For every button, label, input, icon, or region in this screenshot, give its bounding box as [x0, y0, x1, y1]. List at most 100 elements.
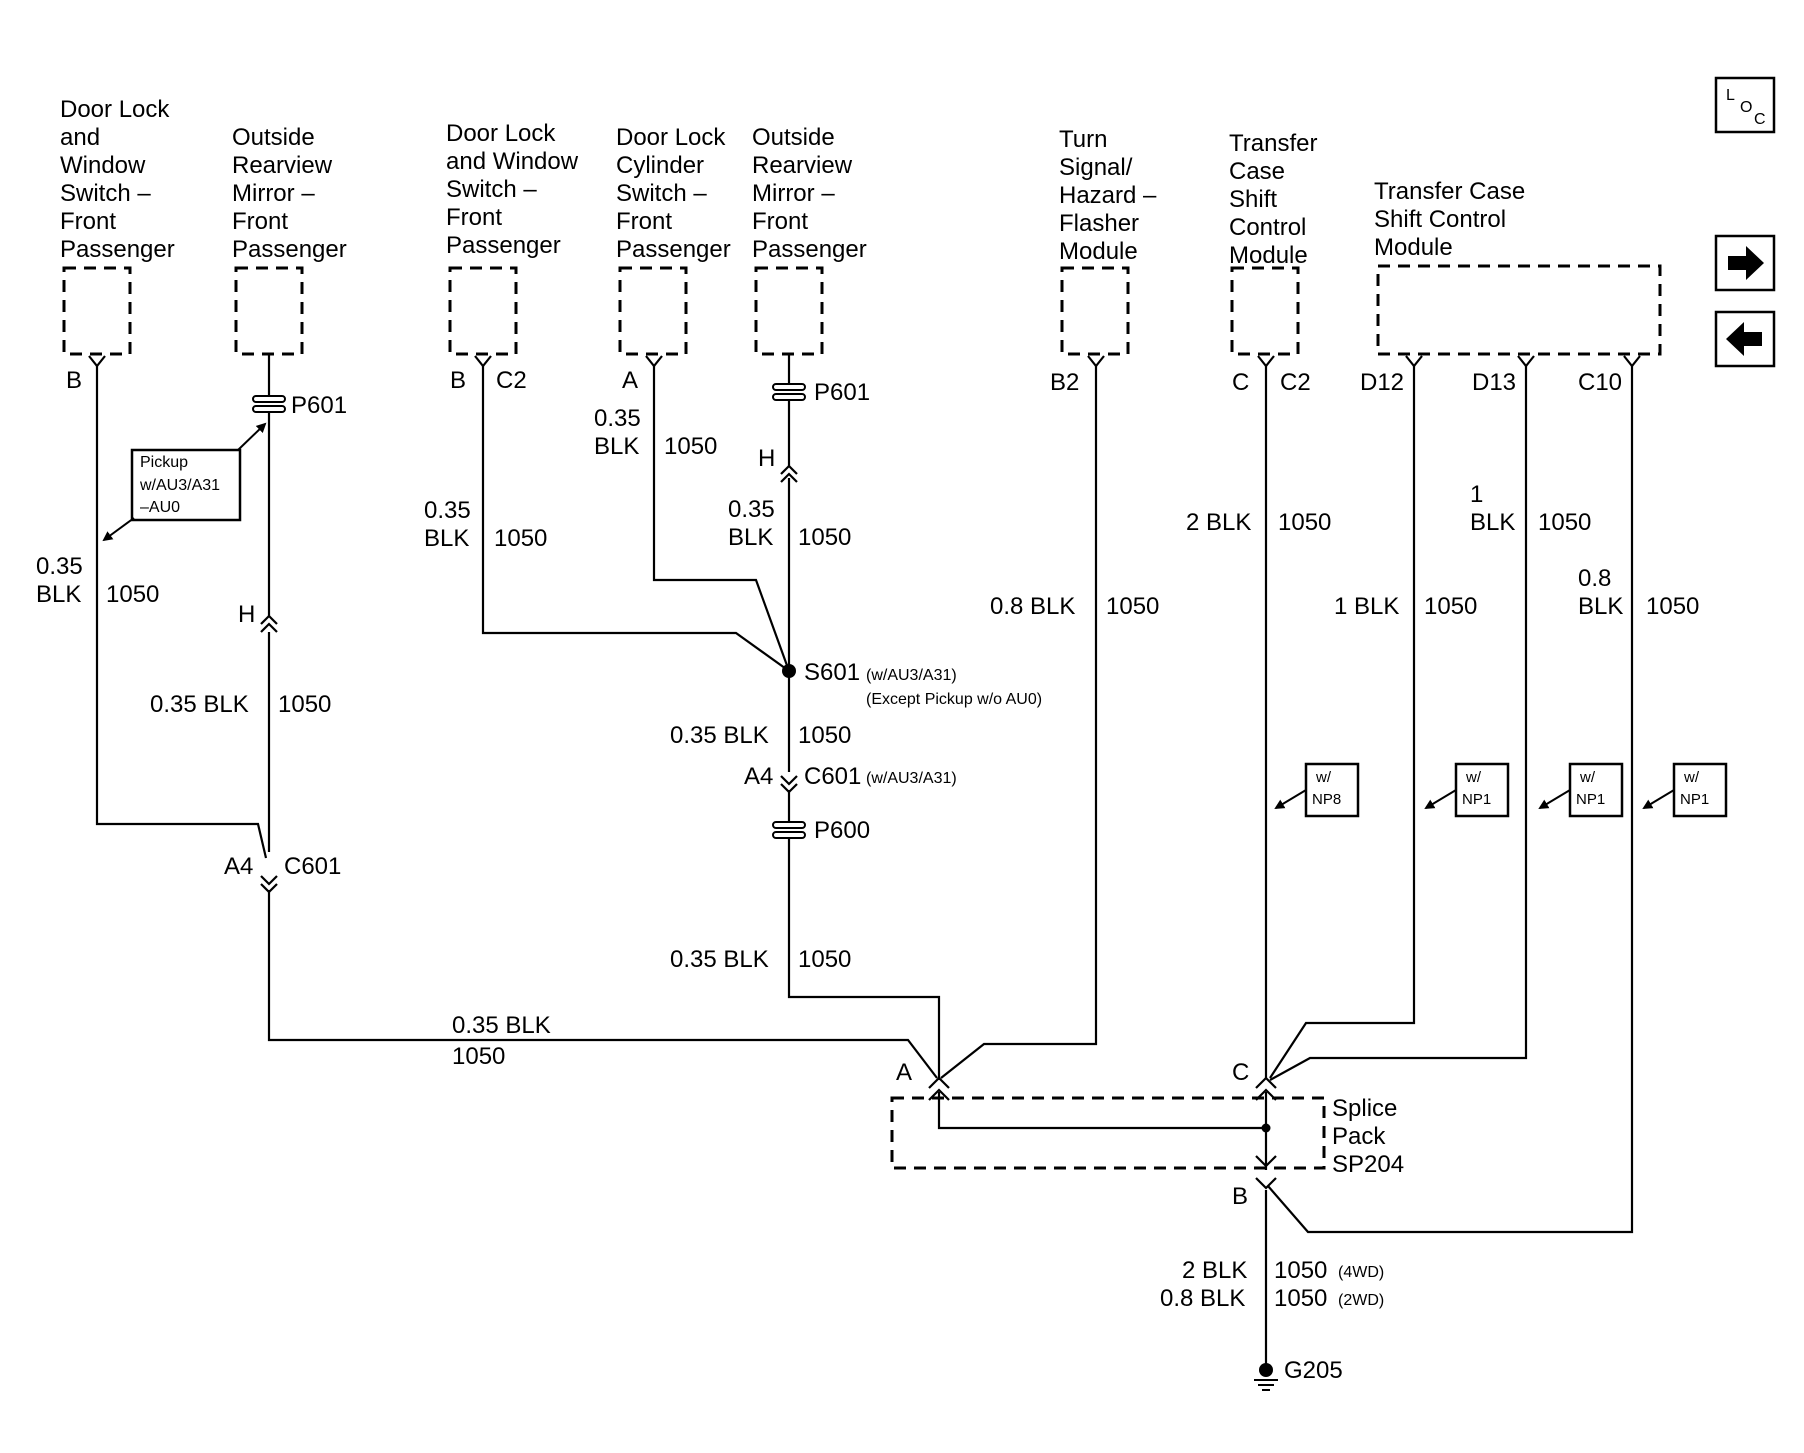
svg-text:1050: 1050 [1424, 593, 1477, 620]
svg-text:Cylinder: Cylinder [616, 152, 704, 179]
svg-text:w/: w/ [1465, 769, 1482, 786]
svg-text:NP1: NP1 [1576, 791, 1605, 808]
turn-signal-module-label: Turn Signal/ Hazard – Flasher Module [1059, 126, 1157, 265]
svg-text:Front: Front [232, 208, 288, 235]
previous-page-button[interactable] [1714, 310, 1776, 368]
wire-labels: 0.35 BLK 1050 0.35 BLK 1050 0.35 BLK 105… [36, 405, 1699, 1312]
splice-internal-dot [1261, 1123, 1271, 1133]
svg-text:Outside: Outside [232, 124, 315, 151]
svg-text:(2WD): (2WD) [1338, 1292, 1384, 1309]
svg-text:Module: Module [1059, 238, 1138, 265]
p600-label: P600 [814, 817, 870, 844]
svg-text:NP1: NP1 [1680, 791, 1709, 808]
svg-text:Outside: Outside [752, 124, 835, 151]
svg-text:0.8: 0.8 [1578, 565, 1611, 592]
component-box-1 [62, 266, 132, 356]
outside-mirror-1-label: Outside Rearview Mirror – Front Passenge… [232, 124, 347, 263]
a4-label: A4 [744, 763, 773, 790]
svg-text:(4WD): (4WD) [1338, 1264, 1384, 1281]
svg-text:1050: 1050 [1106, 593, 1159, 620]
pin-terminals [88, 355, 1641, 368]
splice-pack-box [890, 1096, 1326, 1170]
svg-text:w/AU3/A31: w/AU3/A31 [139, 477, 220, 494]
svg-text:2 BLK: 2 BLK [1186, 509, 1251, 536]
svg-text:Front: Front [60, 208, 116, 235]
component-box-7 [1230, 266, 1300, 356]
svg-text:NP8: NP8 [1312, 791, 1341, 808]
svg-text:1050: 1050 [1646, 593, 1699, 620]
door-lock-window-switch-2-label: Door Lock and Window Switch – Front Pass… [446, 120, 579, 259]
svg-text:0.35: 0.35 [424, 497, 471, 524]
svg-text:1 BLK: 1 BLK [1334, 593, 1399, 620]
outside-mirror-2-label: Outside Rearview Mirror – Front Passenge… [752, 124, 867, 263]
svg-text:–AU0: –AU0 [140, 499, 180, 516]
svg-text:1050: 1050 [452, 1043, 505, 1070]
np8-note: w/ NP8 [1274, 762, 1360, 818]
connector-h-label: H [758, 445, 775, 472]
loc-icon: L [1726, 87, 1735, 104]
pin-label: C [1232, 369, 1249, 396]
np1-note-c: w/ NP1 [1642, 762, 1728, 818]
svg-text:Shift Control: Shift Control [1374, 206, 1506, 233]
svg-text:BLK: BLK [1578, 593, 1623, 620]
component-box-4 [618, 266, 688, 356]
svg-text:O: O [1740, 99, 1752, 116]
next-page-button[interactable] [1714, 234, 1776, 292]
svg-text:Window: Window [60, 152, 146, 179]
a4-label: A4 [224, 853, 253, 880]
p601-label: P601 [814, 379, 870, 406]
pin-label: A [622, 367, 638, 394]
svg-text:1050: 1050 [798, 722, 851, 749]
pickup-note: Pickup w/AU3/A31 –AU0 [102, 422, 267, 542]
svg-text:w/: w/ [1315, 769, 1332, 786]
svg-text:Switch –: Switch – [616, 180, 707, 207]
splice-pack-label: SP204 [1332, 1151, 1404, 1178]
svg-text:1050: 1050 [106, 581, 159, 608]
pin-label: B2 [1050, 369, 1079, 396]
svg-text:NP1: NP1 [1462, 791, 1491, 808]
svg-text:BLK: BLK [424, 525, 469, 552]
np1-note-b: w/ NP1 [1538, 762, 1624, 818]
loc-button[interactable]: L O C [1714, 76, 1776, 134]
transfer-case-module-1-label: Transfer Case Shift Control Module [1229, 130, 1317, 269]
svg-text:and Window: and Window [446, 148, 579, 175]
svg-text:Rearview: Rearview [232, 152, 333, 179]
p600-connector-symbol [772, 821, 806, 839]
door-lock-cylinder-switch-label: Door Lock Cylinder Switch – Front Passen… [616, 124, 731, 263]
component-box-2 [234, 266, 304, 356]
c601-label: C601 [804, 763, 861, 790]
splice-pack-label: Pack [1332, 1123, 1386, 1150]
s601-label: S601 [804, 659, 860, 686]
svg-text:Mirror –: Mirror – [232, 180, 315, 207]
svg-text:0.35: 0.35 [36, 553, 83, 580]
pin-label: B [450, 367, 466, 394]
svg-text:0.35 BLK: 0.35 BLK [670, 946, 769, 973]
svg-text:and: and [60, 124, 100, 151]
svg-text:1050: 1050 [494, 525, 547, 552]
svg-text:w/: w/ [1683, 769, 1700, 786]
pin-label: C10 [1578, 369, 1622, 396]
svg-text:Shift: Shift [1229, 186, 1277, 213]
pin-label: C2 [496, 367, 527, 394]
svg-text:0.35 BLK: 0.35 BLK [670, 722, 769, 749]
svg-text:1050: 1050 [798, 946, 851, 973]
svg-text:0.35: 0.35 [728, 496, 775, 523]
component-box-5 [754, 266, 824, 356]
svg-text:0.35 BLK: 0.35 BLK [452, 1012, 551, 1039]
svg-text:0.35 BLK: 0.35 BLK [150, 691, 249, 718]
s601-splice-dot [782, 664, 796, 678]
svg-text:Transfer Case: Transfer Case [1374, 178, 1525, 205]
svg-text:Module: Module [1229, 242, 1308, 269]
wires [95, 354, 1634, 1368]
svg-text:Door Lock: Door Lock [60, 96, 170, 123]
svg-text:Case: Case [1229, 158, 1285, 185]
svg-text:Switch –: Switch – [60, 180, 151, 207]
svg-text:Transfer: Transfer [1229, 130, 1317, 157]
arrow-right-icon [1728, 246, 1764, 280]
svg-text:0.8 BLK: 0.8 BLK [990, 593, 1075, 620]
svg-text:1050: 1050 [664, 433, 717, 460]
svg-text:Control: Control [1229, 214, 1306, 241]
svg-text:Signal/: Signal/ [1059, 154, 1133, 181]
c601-note: (w/AU3/A31) [866, 770, 957, 787]
